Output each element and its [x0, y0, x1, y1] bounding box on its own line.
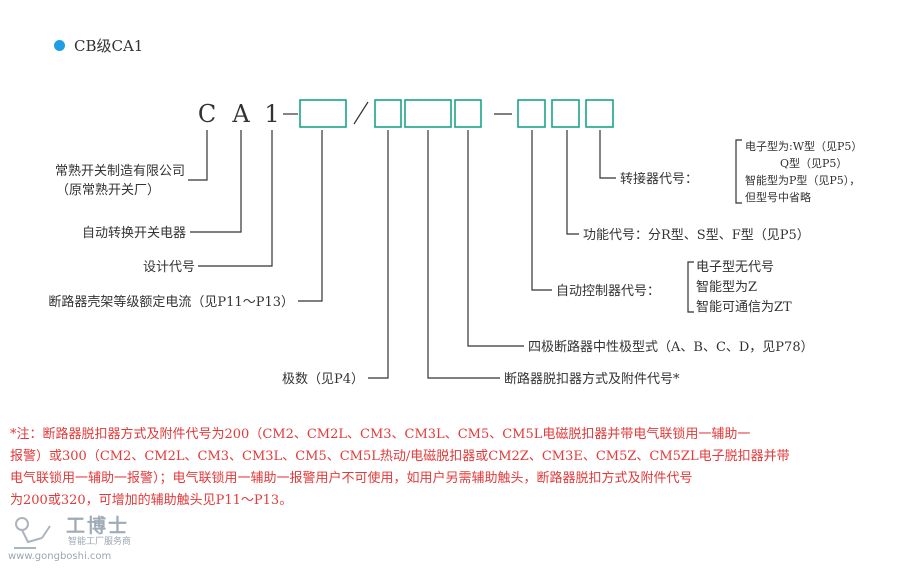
label-manufacturer-2: （原常熟开关厂）	[56, 182, 160, 198]
switch-option-2: Q型（见P5）	[780, 156, 847, 170]
brace-controller	[687, 261, 694, 313]
leader-switch-code	[599, 130, 616, 179]
code-box-poles	[374, 99, 402, 128]
switch-option-4: 但型号中省略	[745, 190, 811, 204]
code-box-controller	[517, 99, 546, 128]
brace-switch	[735, 139, 742, 204]
label-product-type: 自动转换开关电器	[82, 226, 186, 241]
controller-option-2: 智能型为Z	[696, 280, 757, 295]
watermark-tagline: 智能工厂服务商	[68, 537, 132, 547]
label-function-code: 功能代号：分R型、S型、F型（见P5）	[583, 228, 810, 243]
leader-controller-code	[531, 130, 552, 291]
switch-option-1: 电子型为:W型（见P5）	[745, 139, 862, 153]
leader-poles	[368, 130, 389, 379]
footnote: *注：断路器脱扣器方式及附件代号为200（CM2、CM2L、CM3、CM3L、C…	[10, 424, 882, 512]
label-poles: 极数（见P4）	[282, 372, 364, 387]
footnote-line-3: 电气联锁用一辅助一报警）；电气联锁用一辅助一报警用户不可使用，如用户另需辅助触头…	[10, 471, 693, 486]
leader-product-type	[190, 130, 242, 233]
code-box-frame-current	[299, 99, 347, 128]
footnote-line-2: 报警）或300（CM2、CM2L、CM3、CM3L、CM5、CM5L热动/电磁脱…	[10, 449, 790, 464]
leader-release-code	[427, 130, 500, 379]
right-labels: 断路器脱扣器方式及附件代号* 四极断路器中性极型式（A、B、C、D，见P78） …	[504, 171, 814, 387]
label-frame-current: 断路器壳架等级额定电流（见P11～P13）	[48, 294, 294, 310]
code-box-release	[404, 99, 452, 128]
switch-options: 电子型为:W型（见P5） Q型（见P5） 智能型为P型（见P5）， 但型号中省略	[745, 139, 862, 204]
robot-logo-icon	[14, 517, 51, 549]
leader-manufacturer	[188, 130, 208, 181]
controller-option-1: 电子型无代号	[696, 260, 774, 275]
code-letter-c: C	[198, 100, 216, 128]
controller-option-3: 智能可通信为ZT	[696, 300, 792, 315]
label-manufacturer-1: 常熟开关制造有限公司	[55, 163, 185, 179]
footnote-line-4: 为200或320，可增加的辅助触头见P11～P13。	[10, 493, 293, 508]
section-title: CB级CA1	[74, 36, 144, 55]
label-release-code: 断路器脱扣器方式及附件代号*	[504, 371, 680, 387]
footnote-line-1: *注：断路器脱扣器方式及附件代号为200（CM2、CM2L、CM3、CM3L、C…	[10, 427, 751, 442]
switch-option-3: 智能型为P型（见P5），	[745, 173, 860, 187]
left-labels: 常熟开关制造有限公司 （原常熟开关厂） 自动转换开关电器 设计代号 断路器壳架等…	[48, 163, 364, 387]
watermark-name: 工博士	[66, 515, 130, 537]
code-letter-a: A	[231, 100, 250, 128]
section-header: CB级CA1	[54, 34, 143, 56]
leader-frame-current	[298, 130, 323, 302]
leader-design-code	[198, 130, 273, 267]
model-code-diagram: C A 1 常熟开关制造有限公司 （原常熟开关厂） 自动转换开关电器 设计代号 …	[48, 99, 862, 387]
label-switch-code: 转接器代号：	[620, 171, 698, 187]
code-box-neutral	[454, 99, 482, 128]
leader-lines	[188, 101, 742, 379]
leader-function-code	[566, 130, 579, 235]
code-box-switch	[585, 99, 614, 128]
code-box-function	[551, 99, 580, 128]
watermark-url: www.gongboshi.com	[8, 551, 112, 562]
label-neutral-pole: 四极断路器中性极型式（A、B、C、D，见P78）	[528, 339, 814, 355]
leader-neutral-pole	[467, 130, 524, 347]
separator-slash	[353, 101, 369, 125]
label-controller-code: 自动控制器代号：	[556, 284, 660, 299]
bullet-icon	[54, 39, 65, 51]
code-boxes	[299, 99, 614, 128]
model-code-letters: C A 1	[198, 100, 280, 128]
label-design-code: 设计代号	[143, 260, 195, 275]
watermark: 工博士 智能工厂服务商 www.gongboshi.com	[6, 508, 156, 568]
code-letter-1: 1	[264, 100, 279, 128]
